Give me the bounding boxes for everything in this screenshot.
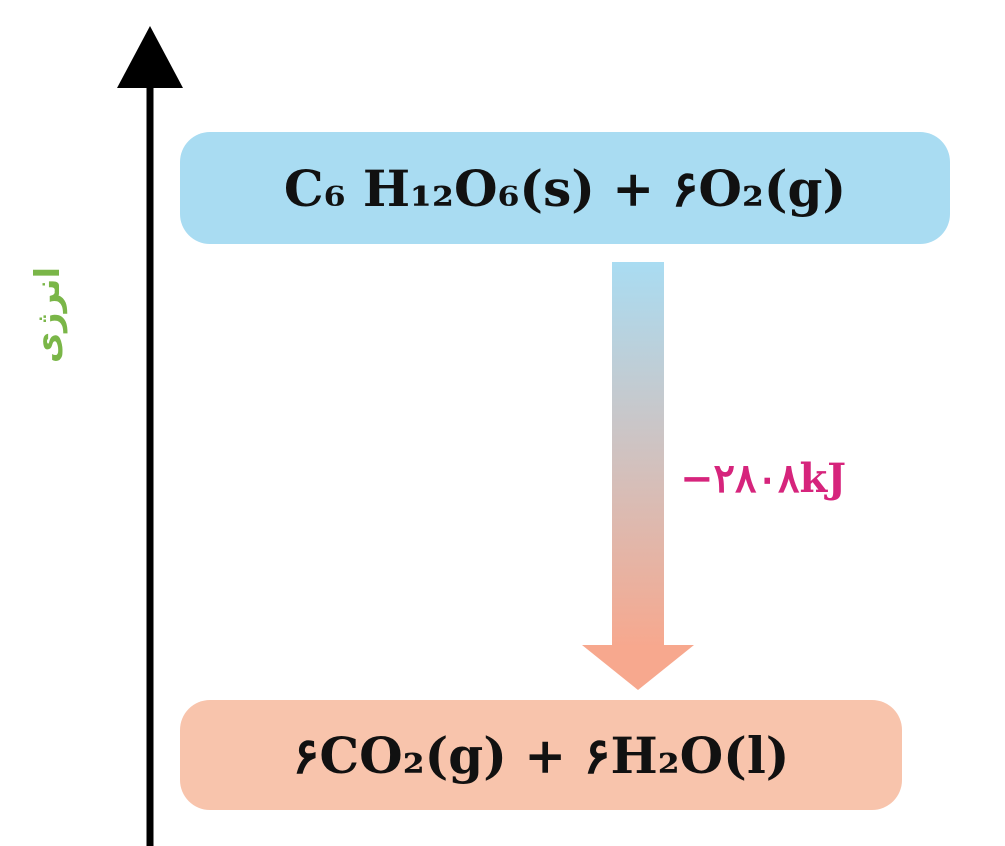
reactants-formula: C₆ H₁₂O₆(s) + ۶O₂(g) (283, 158, 847, 218)
energy-axis-label-text: انرژی (28, 266, 68, 364)
energy-axis-label: انرژی (18, 235, 78, 395)
products-formula: ۶CO₂(g) + ۶H₂O(l) (292, 725, 790, 785)
enthalpy-change-label: −۲۸۰۸kJ (680, 455, 847, 502)
energy-axis-arrowhead (117, 26, 183, 88)
reaction-arrow-shaft (612, 262, 664, 647)
products-level: ۶CO₂(g) + ۶H₂O(l) (180, 700, 902, 810)
reaction-arrow-head (582, 645, 694, 690)
reactants-level: C₆ H₁₂O₆(s) + ۶O₂(g) (180, 132, 950, 244)
